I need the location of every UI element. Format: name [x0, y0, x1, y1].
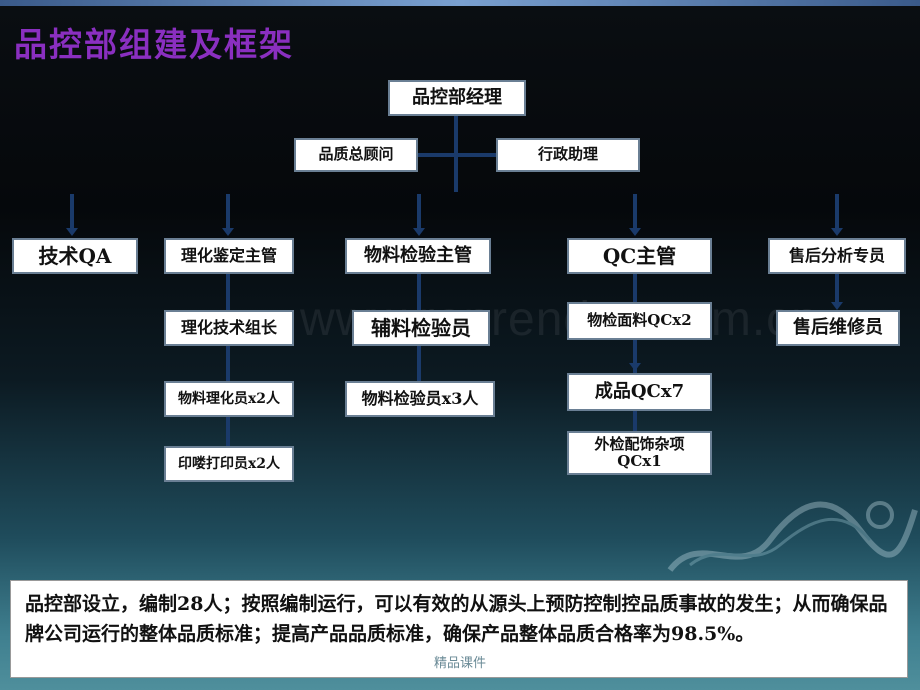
org-col2-item-2: 物料理化员x2人: [164, 381, 294, 417]
org-col5-head: 售后分析专员: [768, 238, 906, 274]
connector-col3: [417, 194, 421, 230]
arrow-col5: [831, 228, 843, 236]
connector-col2-chain: [226, 274, 230, 446]
top-accent-bar: [0, 0, 920, 6]
page-title: 品控部组建及框架: [14, 25, 294, 64]
connector-col5-chain: [835, 274, 839, 304]
summary-text: 品控部设立，编制28人；按照编制运行，可以有效的从源头上预防控制控品质事故的发生…: [10, 580, 908, 678]
org-col4-item-3: 外检配饰杂项QCx1: [567, 431, 712, 475]
arrow-col1: [66, 228, 78, 236]
org-col3-item-2: 物料检验员x3人: [345, 381, 495, 417]
arrow-col3: [413, 228, 425, 236]
dragon-decoration-icon: [667, 501, 918, 572]
connector-col4: [633, 194, 637, 230]
org-col4-item-2: 成品QCx7: [567, 373, 712, 411]
arrow-col5-mid: [831, 302, 843, 310]
connector-advisor-assistant: [416, 153, 498, 157]
arrow-col2: [222, 228, 234, 236]
org-col2-item-3: 印喽打印员x2人: [164, 446, 294, 482]
arrow-col4: [629, 228, 641, 236]
arrow-col4-mid: [629, 363, 641, 371]
org-assistant: 行政助理: [496, 138, 640, 172]
org-col2-head: 理化鉴定主管: [164, 238, 294, 274]
footer-label: 精品课件: [433, 656, 486, 671]
org-col4-head: QC主管: [567, 238, 712, 274]
connector-col5: [835, 194, 839, 230]
org-advisor: 品质总顾问: [294, 138, 418, 172]
org-col5-item-1: 售后维修员: [776, 310, 900, 346]
connector-col2: [226, 194, 230, 230]
org-root-manager: 品控部经理: [388, 80, 526, 116]
org-col3-item-1: 辅料检验员: [352, 310, 490, 346]
org-col1-head: 技术QA: [12, 238, 138, 274]
connector-col4-chain: [633, 274, 637, 434]
connector-col1: [70, 194, 74, 230]
org-col4-item-1: 物检面料QCx2: [567, 302, 712, 340]
org-col2-item-1: 理化技术组长: [164, 310, 294, 346]
org-col3-head: 物料检验主管: [345, 238, 491, 274]
